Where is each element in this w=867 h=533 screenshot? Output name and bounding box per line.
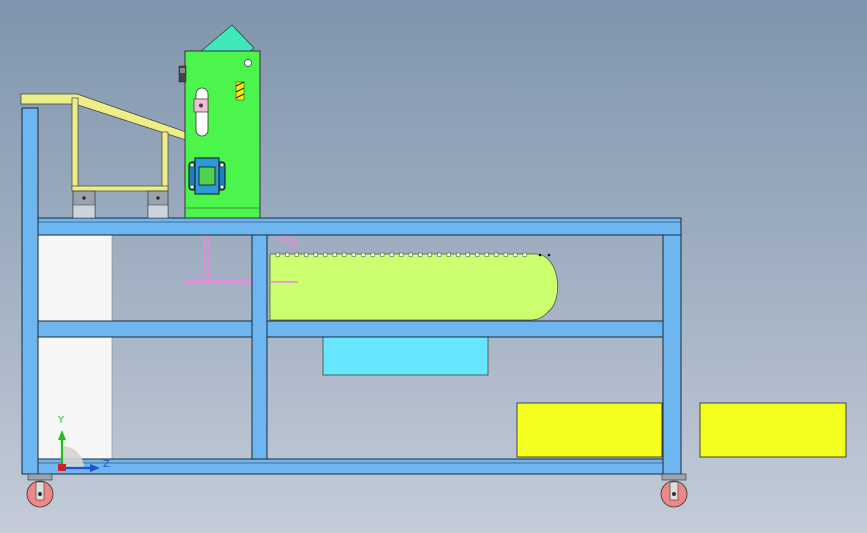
blade-tooth (380, 252, 385, 257)
blade-teeth (275, 252, 527, 257)
pink-bracket (184, 235, 299, 284)
blade-tooth (437, 252, 442, 257)
right-post (662, 234, 682, 475)
blade-tooth (332, 252, 337, 257)
blade-tooth (456, 252, 461, 257)
middle-beam (37, 320, 664, 338)
blade-tooth (427, 252, 432, 257)
motor-mount (178, 65, 187, 83)
blade-tooth (522, 252, 527, 257)
left-panel-upper (37, 234, 113, 322)
blade-tooth (494, 252, 499, 257)
inner-post (251, 234, 268, 460)
output-bin-inner[interactable] (516, 402, 663, 458)
blade-tooth (342, 252, 347, 257)
blade-tooth (446, 252, 451, 257)
coordinate-triad (58, 430, 100, 472)
rail-foot-right (147, 190, 169, 219)
blade-tooth (389, 252, 394, 257)
collection-tray[interactable] (322, 336, 489, 376)
blade-tooth (370, 252, 375, 257)
blade-tooth (361, 252, 366, 257)
blade-tooth (323, 252, 328, 257)
blade-tooth (475, 252, 480, 257)
warning-stripe (235, 81, 245, 101)
blade-tooth (399, 252, 404, 257)
z-axis-label: Z (103, 459, 110, 470)
z-axis-arrowhead (90, 464, 100, 472)
y-axis-arrowhead (58, 430, 66, 440)
left-panel-lower (37, 336, 113, 460)
table-top-beam (37, 217, 682, 236)
hood-cap (199, 24, 255, 55)
blade-dot (547, 253, 551, 257)
blade-dot (538, 253, 542, 257)
caster-right (660, 473, 688, 508)
blade-tooth (313, 252, 318, 257)
blade-tooth (513, 252, 518, 257)
slot-slider-pin (199, 103, 203, 108)
caster-left (26, 473, 54, 508)
left-post (21, 107, 39, 475)
blade-tooth (275, 252, 280, 257)
blade-tooth (408, 252, 413, 257)
machine-indicator (244, 59, 252, 67)
blade-tooth (294, 252, 299, 257)
blade-tooth (304, 252, 309, 257)
blade-tooth (285, 252, 290, 257)
blade-tooth (503, 252, 508, 257)
blade-tooth (351, 252, 356, 257)
rail-foot-left (72, 190, 96, 219)
output-bin-outer[interactable] (699, 402, 847, 458)
bearing-block[interactable] (188, 157, 226, 195)
blade-tooth (484, 252, 489, 257)
saw-blade[interactable] (269, 253, 559, 321)
guard-rail (20, 93, 187, 192)
y-axis-label: Y (58, 415, 65, 426)
blade-tooth (418, 252, 423, 257)
bottom-beam (21, 458, 682, 475)
blade-tooth (465, 252, 470, 257)
